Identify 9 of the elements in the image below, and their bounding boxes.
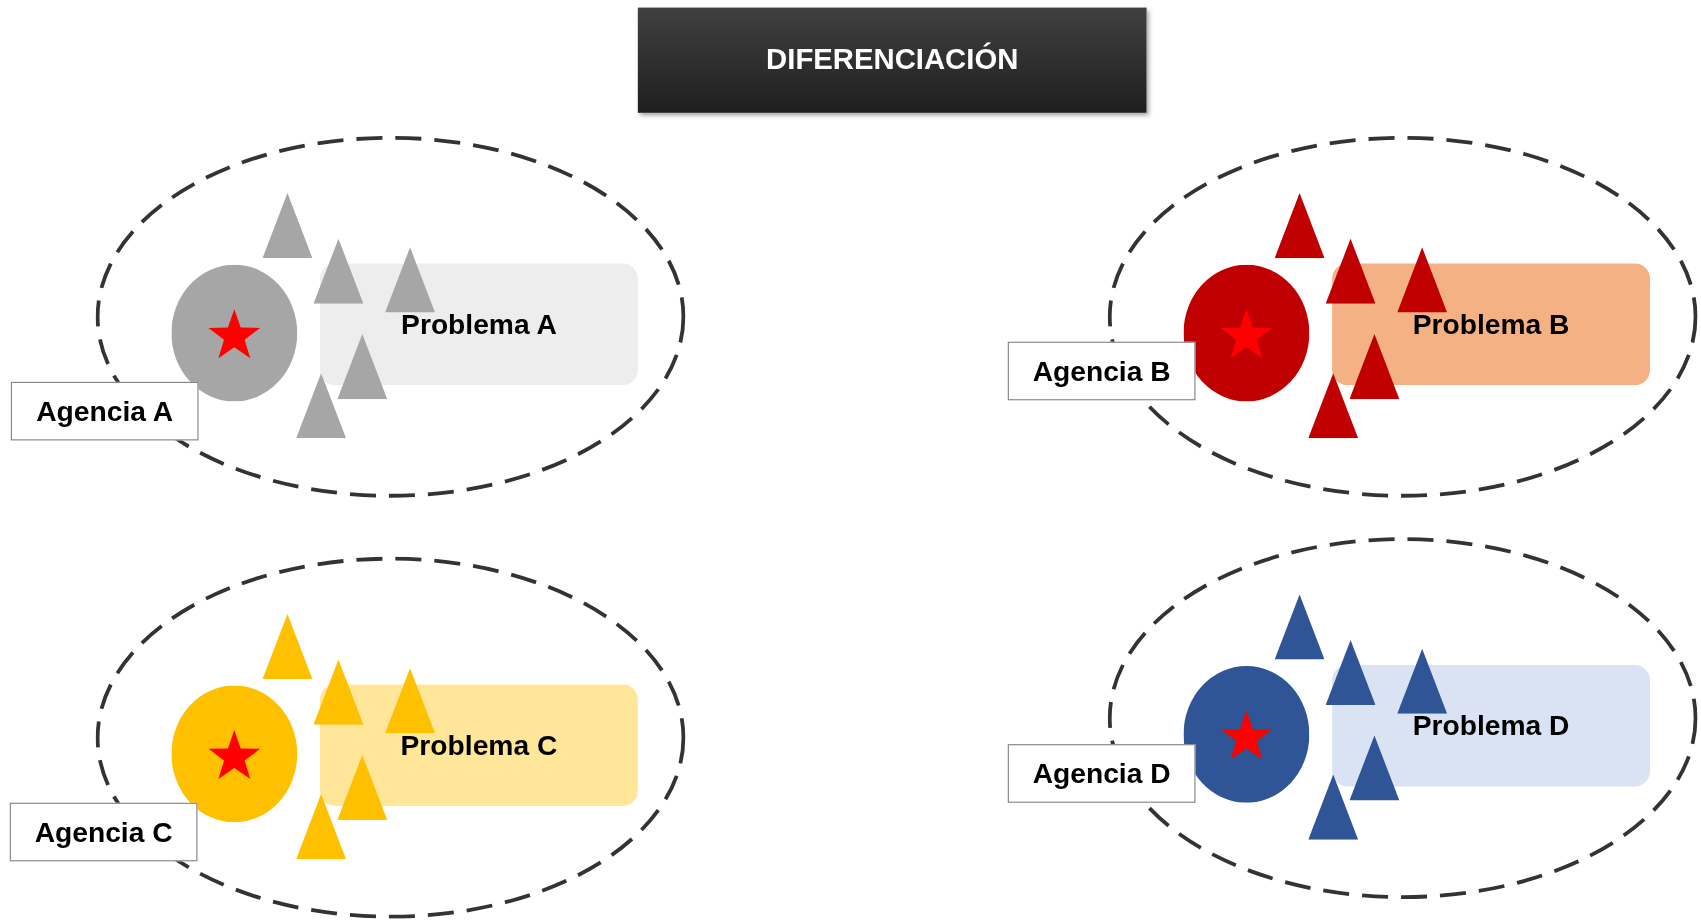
problem-card: Problema A <box>320 263 638 386</box>
problem-card: Problema C <box>320 684 638 806</box>
agency-label: Agencia A <box>10 381 199 441</box>
agency-label: Agencia D <box>1007 744 1196 803</box>
problem-card: Problema B <box>1332 263 1650 386</box>
title-banner: DIFERENCIACIÓN <box>637 7 1147 113</box>
agency-label: Agencia B <box>1007 341 1196 401</box>
problem-card: Problema D <box>1332 665 1650 787</box>
agency-label: Agencia C <box>9 802 198 862</box>
